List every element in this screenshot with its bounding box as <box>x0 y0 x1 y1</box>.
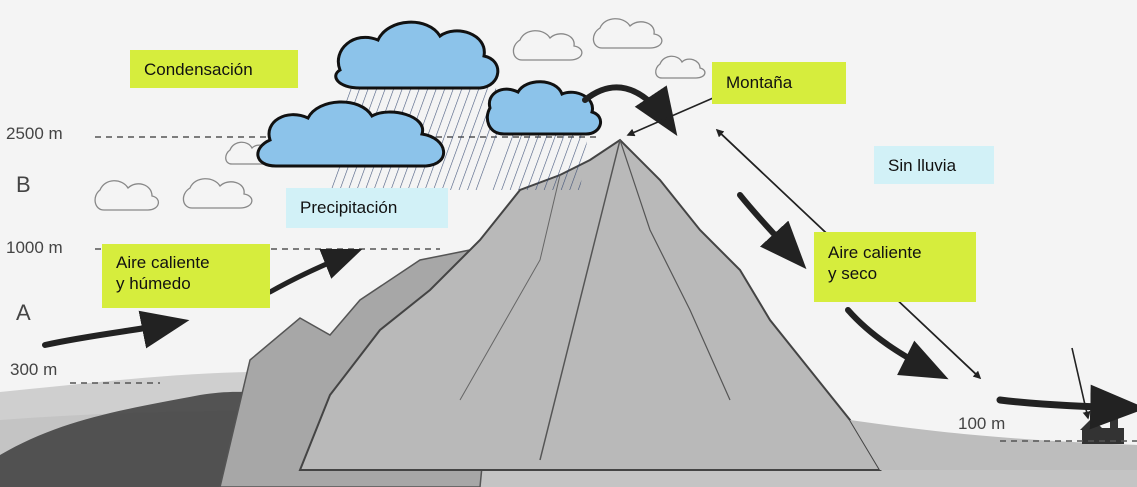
altitude-label-100: 100 m <box>958 414 1005 434</box>
no-rain-text: Sin lluvia <box>888 156 956 175</box>
warm-dry-air-label: Aire caliente y seco <box>814 232 976 302</box>
house-icon <box>1080 418 1124 444</box>
zone-label-a: A <box>16 300 31 326</box>
warm-humid-air-label: Aire caliente y húmedo <box>102 244 270 308</box>
warm-dry-air-line2: y seco <box>828 263 962 284</box>
warm-humid-air-line2: y húmedo <box>116 273 256 294</box>
no-rain-label: Sin lluvia <box>874 146 994 184</box>
warm-dry-air-line1: Aire caliente <box>828 242 962 263</box>
mountain-text: Montaña <box>726 73 792 92</box>
condensation-text: Condensación <box>144 60 253 79</box>
mountain-label: Montaña <box>712 62 846 104</box>
altitude-label-300: 300 m <box>10 360 57 380</box>
precipitation-text: Precipitación <box>300 198 397 217</box>
condensation-label: Condensación <box>130 50 298 88</box>
zone-label-b: B <box>16 172 31 198</box>
rain-cloud-icon <box>258 22 601 190</box>
precipitation-label: Precipitación <box>286 188 448 228</box>
altitude-label-1000: 1000 m <box>6 238 63 258</box>
warm-humid-air-line1: Aire caliente <box>116 252 256 273</box>
altitude-label-2500: 2500 m <box>6 124 63 144</box>
